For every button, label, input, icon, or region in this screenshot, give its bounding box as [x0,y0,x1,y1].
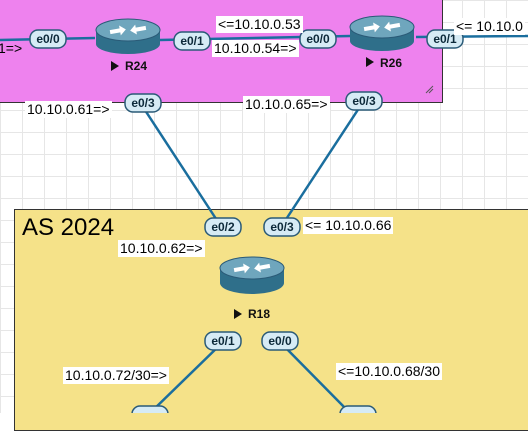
router-top [219,256,285,280]
iface-r24-e03[interactable]: e0/3 [124,93,162,113]
router-arrows-icon [363,21,401,33]
as-area-bottom [14,209,528,431]
router-name: R24 [125,59,147,73]
iface-r18-e01[interactable]: e0/1 [204,331,242,351]
router-arrows-icon [109,24,147,36]
addr-r24-to-r26: 10.10.0.54=> [212,40,299,57]
iface-partial-bottom-left[interactable] [131,405,169,413]
svg-text:e0/3: e0/3 [270,220,294,234]
iface-r26-e03[interactable]: e0/3 [345,91,383,111]
as-2024-title: AS 2024 [22,214,115,241]
svg-text:e0/0: e0/0 [268,334,292,348]
iface-partial-bottom-right[interactable] [339,405,377,413]
iface-r26-e00[interactable]: e0/0 [299,29,337,49]
svg-text:e0/0: e0/0 [306,32,330,46]
addr-r18-e00: <=10.10.0.68/30 [336,363,442,380]
router-top [349,15,415,39]
router-name: R26 [380,56,402,70]
addr-right-edge: <= 10.10.0 [454,18,525,35]
router-top [95,18,161,42]
play-icon [234,309,242,319]
svg-text:e0/0: e0/0 [36,32,60,46]
iface-r24-left-e00[interactable]: e0/0 [29,29,67,49]
router-r24[interactable]: R24 [95,18,161,73]
addr-r24-e03: 10.10.0.61=> [25,101,112,118]
router-r18[interactable]: R18 [219,256,285,321]
svg-text:e0/3: e0/3 [352,94,376,108]
svg-text:e0/1: e0/1 [433,32,457,46]
router-arrows-icon [233,262,271,274]
addr-r26-from-r24: <=10.10.0.53 [216,16,303,33]
svg-text:e0/3: e0/3 [131,96,155,110]
link-r18-e00-down [279,341,351,413]
link-r18-e01-down [149,341,224,413]
addr-r26-e03: 10.10.0.65=> [243,96,330,113]
resize-grip-line [428,88,434,94]
svg-text:e0/1: e0/1 [180,34,204,48]
topology-links: R24 R26 R18 e0/0 e0/1 e0/3 e0/0 [0,15,528,413]
link-r24-r18 [139,103,224,229]
addr-left-edge: 1=> [0,40,23,56]
svg-text:e0/1: e0/1 [211,334,235,348]
svg-text:e0/2: e0/2 [211,220,235,234]
iface-r24-e01[interactable]: e0/1 [173,31,211,51]
router-name: R18 [248,307,270,321]
addr-r18-e03: <= 10.10.0.66 [303,217,394,234]
router-r26[interactable]: R26 [349,15,415,70]
addr-r18-e02: 10.10.0.62=> [118,240,205,257]
iface-r18-e00[interactable]: e0/0 [261,331,299,351]
play-icon [111,61,119,71]
iface-r18-e03[interactable]: e0/3 [263,217,301,237]
link-r26-r18 [279,101,365,228]
play-icon [366,57,374,67]
addr-r18-e01: 10.10.0.72/30=> [63,367,169,384]
resize-grip-line [425,85,434,94]
iface-r18-e02[interactable]: e0/2 [204,217,242,237]
